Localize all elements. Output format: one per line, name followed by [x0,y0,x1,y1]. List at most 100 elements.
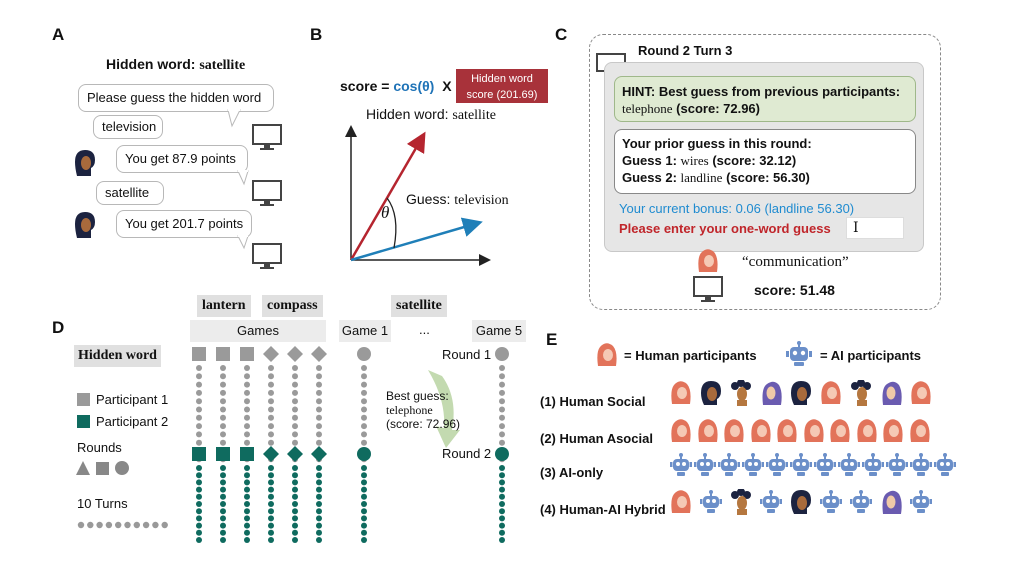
human-legend-icon [597,343,617,366]
turn-dot [87,521,94,529]
human-participant-icon [882,490,902,514]
round-1-marker [263,346,279,362]
turn-dot [316,515,322,522]
ai-legend-text: = AI participants [820,348,922,363]
turn-dot [196,486,202,493]
turn-dot [268,423,274,430]
turn-dot [499,381,505,388]
turn-dot [292,381,298,388]
chip-compass: compass [262,295,323,317]
round-1-marker [240,347,254,361]
turn-dot [196,501,202,507]
hint-title: HINT: Best guess from previous participa… [622,84,901,99]
turn-dot [361,522,367,529]
turn-dot [196,373,202,380]
round-1-marker [311,346,327,362]
turn-dot [499,508,505,515]
hidden-word-legend: Hidden word [74,345,161,367]
ai-participant-icon [934,453,956,476]
turn-dot [361,423,367,430]
turn-dot [316,472,322,479]
guess-input[interactable]: I [846,217,904,239]
turn-dot [220,423,226,430]
turn-dot [361,398,367,405]
turn-dot [292,389,298,396]
score-prefix: score = [340,78,394,94]
turn-dot [196,389,202,396]
turn-dot [316,529,322,536]
vector-hidden-label-text: Hidden word: [366,106,449,122]
turn-dot [220,465,226,471]
turn-dot [220,479,226,486]
vector-guess-label-text: Guess: [406,191,451,207]
turn-dot [316,389,322,396]
round-2-marker [192,447,206,461]
panel-b-letter: B [310,25,323,44]
turn-dot [499,479,505,486]
round-1-marker [192,347,206,361]
monitor-icon [252,124,282,150]
turn-dot [292,508,298,515]
ai-participant-icon [760,490,782,513]
vector-guess-word: television [454,193,509,208]
turn-dot [361,508,367,515]
turn-dot [292,414,298,421]
ai-participant-icon [820,490,842,513]
turn-dot [220,522,226,529]
turn-dot [361,479,367,486]
turn-dot [244,493,250,500]
turn-dot [268,529,274,536]
theta-label: θ [381,203,390,222]
turn-dot [292,439,298,446]
turn-dot [316,423,322,430]
turn-dot [220,501,226,507]
turn-dot [220,431,226,438]
turn-dot [268,414,274,421]
turn-dot [268,381,274,388]
human-participant-icon [671,419,691,442]
turn-dot [292,465,298,471]
guess-1-score: (score: 32.12) [712,153,797,168]
turn-dot [196,381,202,388]
round-title: Round 2 Turn 3 [638,43,733,58]
hint-guess: telephone (score: 72.96) [622,100,908,117]
turn-dot [152,521,159,529]
best-guess-note: Best guess: telephone (score: 72.96) [386,389,460,431]
turn-dot [196,414,202,421]
game-1-label: Game 1 [339,320,391,342]
turn-dot [361,406,367,413]
turn-dot [499,501,505,507]
hidden-word-score-box: Hidden word score (201.69) [456,69,548,103]
turn-dot [244,414,250,421]
human-participant-icon [731,489,751,515]
ai-participant-icon [742,453,764,476]
games-grid [192,346,509,543]
turn-dot [268,472,274,479]
turn-dot [244,529,250,536]
hidden-word-value: satellite [199,58,246,73]
turn-dot [244,537,250,543]
turn-dot [361,529,367,536]
turn-dot [124,521,131,529]
participant-2-legend: Participant 2 [77,414,168,429]
turn-dot [268,486,274,493]
round-2-marker [311,446,327,462]
turn-dot [316,501,322,507]
panel-c-frame [589,34,941,310]
round-2-marker [495,447,509,461]
turn-dot [292,398,298,405]
turn-dot [220,365,226,371]
hidden-word-label: Hidden word: [106,56,196,72]
turn-dot [244,398,250,405]
games-label: Games [190,320,326,342]
guess-1-word: wires [680,153,709,168]
best-guess-word: telephone [386,403,433,417]
turn-dot [292,529,298,536]
box-line-2: score (201.69) [466,89,538,101]
turn-dot [244,479,250,486]
ai-participant-icon [910,453,932,476]
panel-e-letter: E [546,330,558,349]
monitor-icon [693,276,723,302]
ai-participant-icon [886,453,908,476]
turn-dot [220,414,226,421]
